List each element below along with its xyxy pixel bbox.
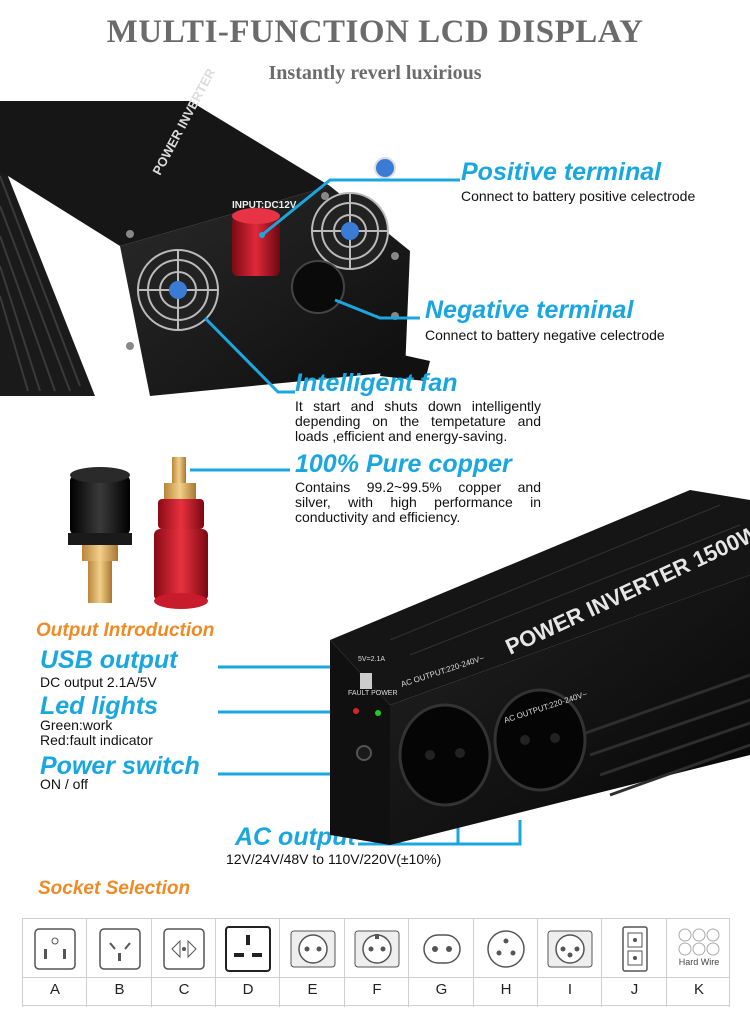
- socket-h-icon: [487, 930, 525, 968]
- socket-b-icon: [99, 928, 141, 970]
- usb-label: 5V=2.1A: [358, 656, 385, 663]
- socket-cell-g: G: [408, 919, 473, 1007]
- socket-k-icon: [678, 928, 720, 956]
- socket-label: F: [372, 981, 382, 998]
- socket-e-icon: [290, 930, 336, 968]
- ac-output-desc: 12V/24V/48V to 110V/220V(±10%): [226, 851, 442, 867]
- socket-cell-f: F: [344, 919, 408, 1007]
- socket-table: [22, 918, 730, 1006]
- inverter-front-image: POWER INVERTER 1500W AC OUTPUT:220-240V~…: [330, 490, 750, 845]
- usb-output-title: USB output: [40, 646, 178, 674]
- socket-cell-i: I: [537, 919, 601, 1007]
- socket-j-icon: [622, 926, 648, 972]
- socket-c-icon: [163, 928, 205, 970]
- led-lights-red-desc: Red:fault indicator: [40, 732, 153, 748]
- led-lights-green-desc: Green:work: [40, 717, 113, 733]
- socket-i-icon: [547, 930, 593, 968]
- socket-label: I: [567, 981, 573, 998]
- pure-copper-desc: Contains 99.2~99.5% copper and silver, w…: [295, 479, 541, 525]
- socket-g-icon: [423, 934, 461, 964]
- socket-f-icon: [354, 930, 400, 968]
- socket-cell-h: H: [473, 919, 537, 1007]
- socket-label: A: [49, 981, 60, 998]
- socket-cell-a: A: [22, 919, 86, 1007]
- positive-terminal-title: Positive terminal: [461, 158, 662, 186]
- hard-wire-label: Hard Wire: [678, 957, 720, 967]
- positive-terminal-desc: Connect to battery positive celectrode: [461, 188, 696, 204]
- led-label: FAULT POWER: [348, 690, 398, 697]
- socket-selection-title: Socket Selection: [38, 878, 191, 899]
- socket-label: K: [693, 981, 704, 998]
- usb-output-desc: DC output 2.1A/5V: [40, 674, 157, 690]
- output-introduction-title: Output Introduction: [36, 620, 215, 641]
- input-label: INPUT:DC12V: [232, 200, 297, 211]
- socket-label: C: [178, 981, 190, 998]
- socket-a-icon: [34, 928, 76, 970]
- socket-label: D: [242, 981, 254, 998]
- negative-terminal-desc: Connect to battery negative celectrode: [425, 327, 665, 343]
- socket-cell-c: C: [151, 919, 215, 1007]
- page-subtitle: Instantly reverl luxirious: [268, 62, 482, 84]
- terminal-posts-image: [68, 457, 208, 609]
- socket-d-icon: [225, 926, 271, 972]
- socket-label: E: [307, 981, 318, 998]
- page-title: MULTI-FUNCTION LCD DISPLAY: [106, 14, 644, 50]
- pure-copper-title: 100% Pure copper: [295, 450, 512, 478]
- led-lights-title: Led lights: [40, 692, 159, 720]
- socket-label: J: [630, 981, 639, 998]
- socket-cell-j: J: [601, 919, 666, 1007]
- socket-label: G: [435, 981, 448, 998]
- socket-label: B: [114, 981, 125, 998]
- power-switch-title: Power switch: [40, 752, 200, 780]
- socket-cell-b: B: [86, 919, 151, 1007]
- socket-cell-d: D: [215, 919, 279, 1007]
- intelligent-fan-title: Intelligent fan: [295, 369, 458, 397]
- socket-label: H: [500, 981, 512, 998]
- power-switch-desc: ON / off: [40, 776, 88, 792]
- socket-cell-e: E: [279, 919, 344, 1007]
- intelligent-fan-desc: It start and shuts down intelligently de…: [295, 398, 541, 444]
- negative-terminal-title: Negative terminal: [425, 296, 634, 324]
